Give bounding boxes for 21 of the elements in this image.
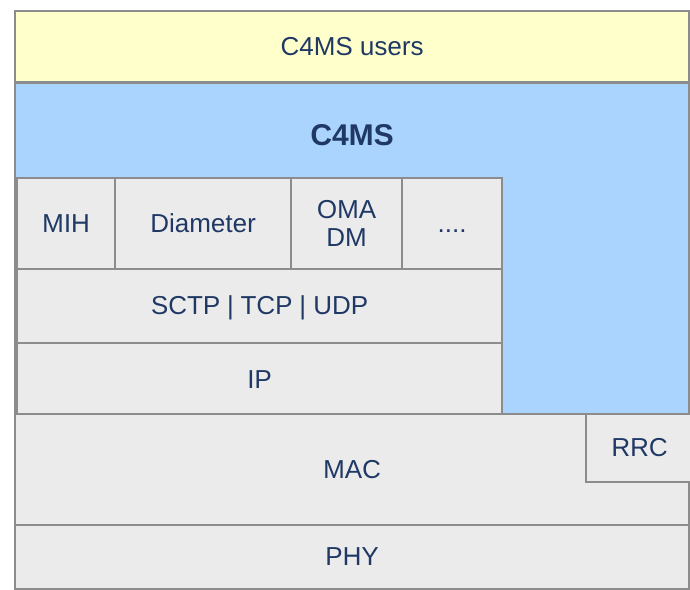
- protocol-box: [114, 177, 292, 270]
- layer-title: C4MS: [310, 120, 394, 152]
- protocol-box: [290, 177, 403, 270]
- layer-label: MAC: [323, 456, 381, 484]
- layer-label: C4MS users: [280, 32, 424, 60]
- protocol-box: [585, 413, 690, 483]
- layer-label: RRC: [611, 434, 668, 462]
- layer-label: IP: [247, 366, 272, 394]
- layer-panel: [14, 82, 690, 415]
- protocol-box: [14, 413, 690, 526]
- layer-label: SCTP | TCP | UDP: [150, 292, 368, 320]
- protocol-box: [16, 177, 116, 270]
- layer-label: OMA DM: [316, 196, 378, 251]
- layer-label: MIH: [42, 210, 90, 238]
- protocol-box: [16, 268, 503, 344]
- layer-label: PHY: [325, 543, 379, 571]
- layer-label: ....: [438, 210, 466, 238]
- protocol-box: [14, 524, 690, 590]
- protocol-box: [401, 177, 503, 270]
- layer-box: [14, 10, 690, 83]
- layer-label: Diameter: [150, 210, 256, 238]
